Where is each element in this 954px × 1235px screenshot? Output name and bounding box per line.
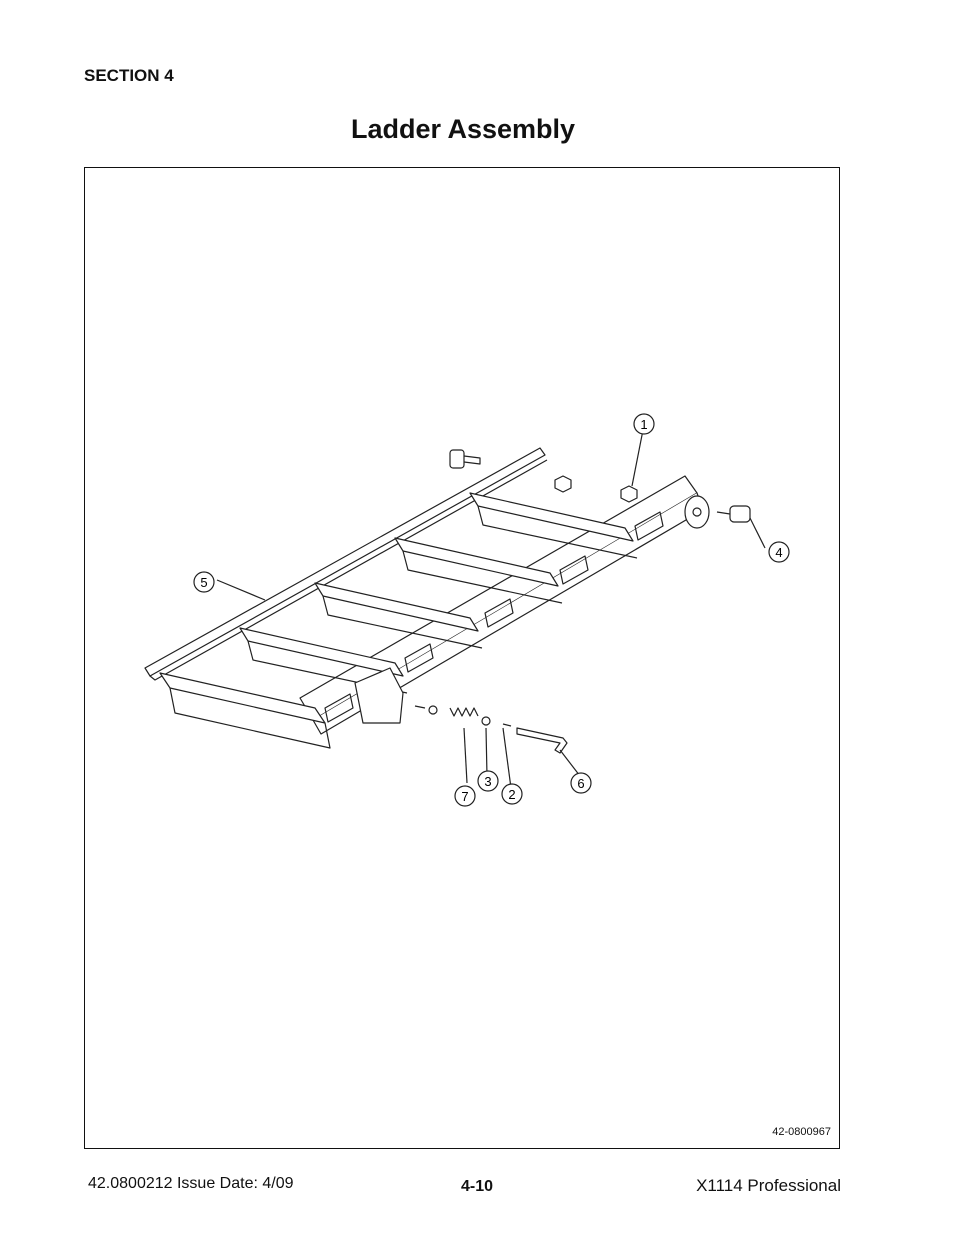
rung-4 xyxy=(394,537,559,587)
svg-text:7: 7 xyxy=(461,789,468,804)
callout-4: 4 xyxy=(768,541,790,563)
ladder-assembly-drawing: 1 4 5 7 3 2 6 xyxy=(144,413,790,807)
product-name: X1114 Professional xyxy=(696,1176,841,1195)
rung-3 xyxy=(314,582,479,632)
pull-pin xyxy=(516,727,568,754)
callout-5: 5 xyxy=(193,571,215,593)
svg-text:3: 3 xyxy=(484,774,491,789)
rung-5 xyxy=(469,492,634,542)
svg-text:2: 2 xyxy=(508,787,515,802)
svg-text:1: 1 xyxy=(640,417,647,432)
page-number: 4-10 xyxy=(461,1178,494,1195)
rung-2 xyxy=(239,627,404,677)
document-info: 42.0800212 Issue Date: 4/09 xyxy=(88,1175,294,1192)
svg-text:5: 5 xyxy=(200,575,207,590)
callout-3: 3 xyxy=(477,770,499,792)
callout-1: 1 xyxy=(633,413,655,435)
callout-2: 2 xyxy=(501,783,523,805)
svg-text:4: 4 xyxy=(775,545,782,560)
callout-7: 7 xyxy=(454,785,476,807)
drawing-number: 42-0800967 xyxy=(772,1126,831,1138)
back-rail xyxy=(144,447,546,677)
spring xyxy=(449,707,479,717)
section-heading: SECTION 4 xyxy=(84,66,174,85)
figure-frame: 1 4 5 7 3 2 6 42-0800967 xyxy=(84,167,840,1149)
callout-6: 6 xyxy=(570,772,592,794)
svg-text:6: 6 xyxy=(577,776,584,791)
mount-bracket xyxy=(354,667,404,724)
page-title: Ladder Assembly xyxy=(350,114,576,144)
